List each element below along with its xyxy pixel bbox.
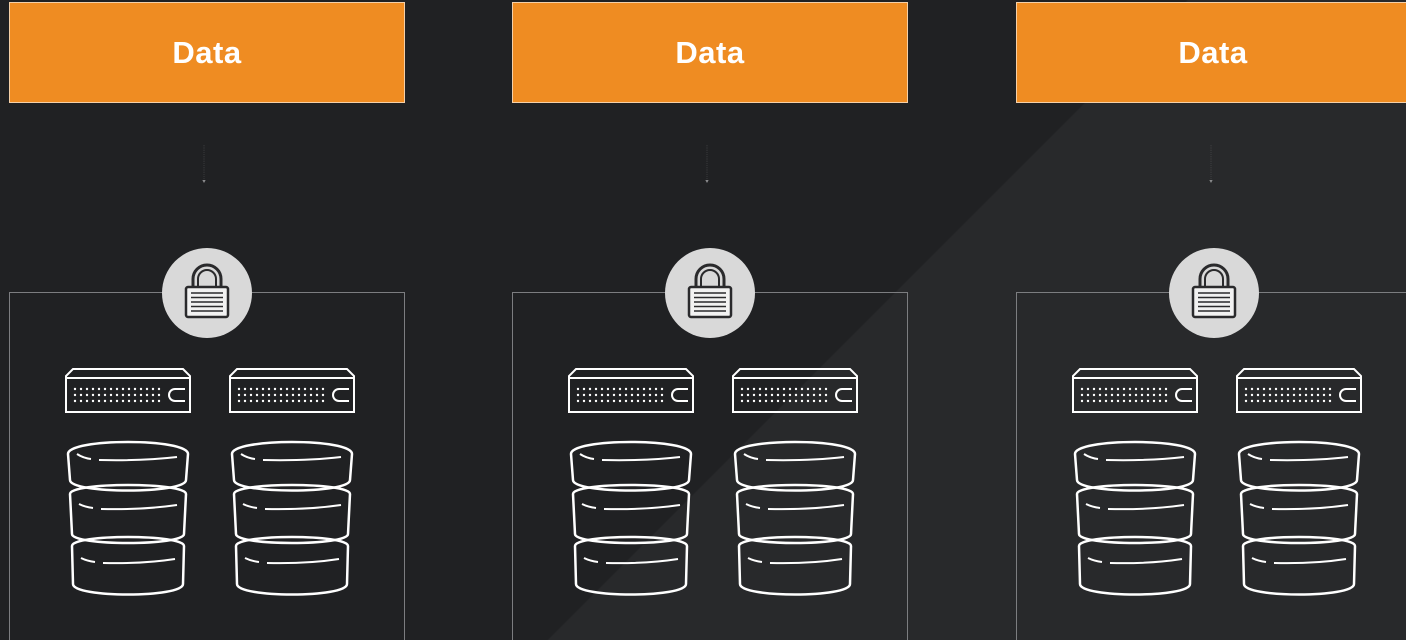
lock-icon [184, 263, 230, 319]
database-icon [733, 440, 857, 596]
data-label: Data [172, 34, 242, 70]
database-icon [1237, 440, 1361, 596]
server-icon [568, 368, 694, 413]
server-icon [1072, 368, 1198, 413]
lock-badge [1169, 248, 1259, 338]
lock-icon [1191, 263, 1237, 319]
database-icon [1073, 440, 1197, 596]
data-label: Data [1178, 34, 1248, 70]
dotted-arrow-connector [705, 145, 709, 183]
database-icon [230, 440, 354, 596]
dotted-arrow-connector [202, 145, 206, 183]
data-box: Data [9, 2, 405, 103]
database-icon [569, 440, 693, 596]
server-icon [732, 368, 858, 413]
database-icon [66, 440, 190, 596]
lock-badge [162, 248, 252, 338]
lock-icon [687, 263, 733, 319]
column-2: Data [512, 0, 912, 640]
column-1: Data [9, 0, 409, 640]
server-icon [229, 368, 355, 413]
server-icon [65, 368, 191, 413]
lock-badge [665, 248, 755, 338]
data-box: Data [512, 2, 908, 103]
column-3: Data [1016, 0, 1406, 640]
dotted-arrow-connector [1209, 145, 1213, 183]
data-box: Data [1016, 2, 1406, 103]
server-icon [1236, 368, 1362, 413]
data-label: Data [675, 34, 745, 70]
